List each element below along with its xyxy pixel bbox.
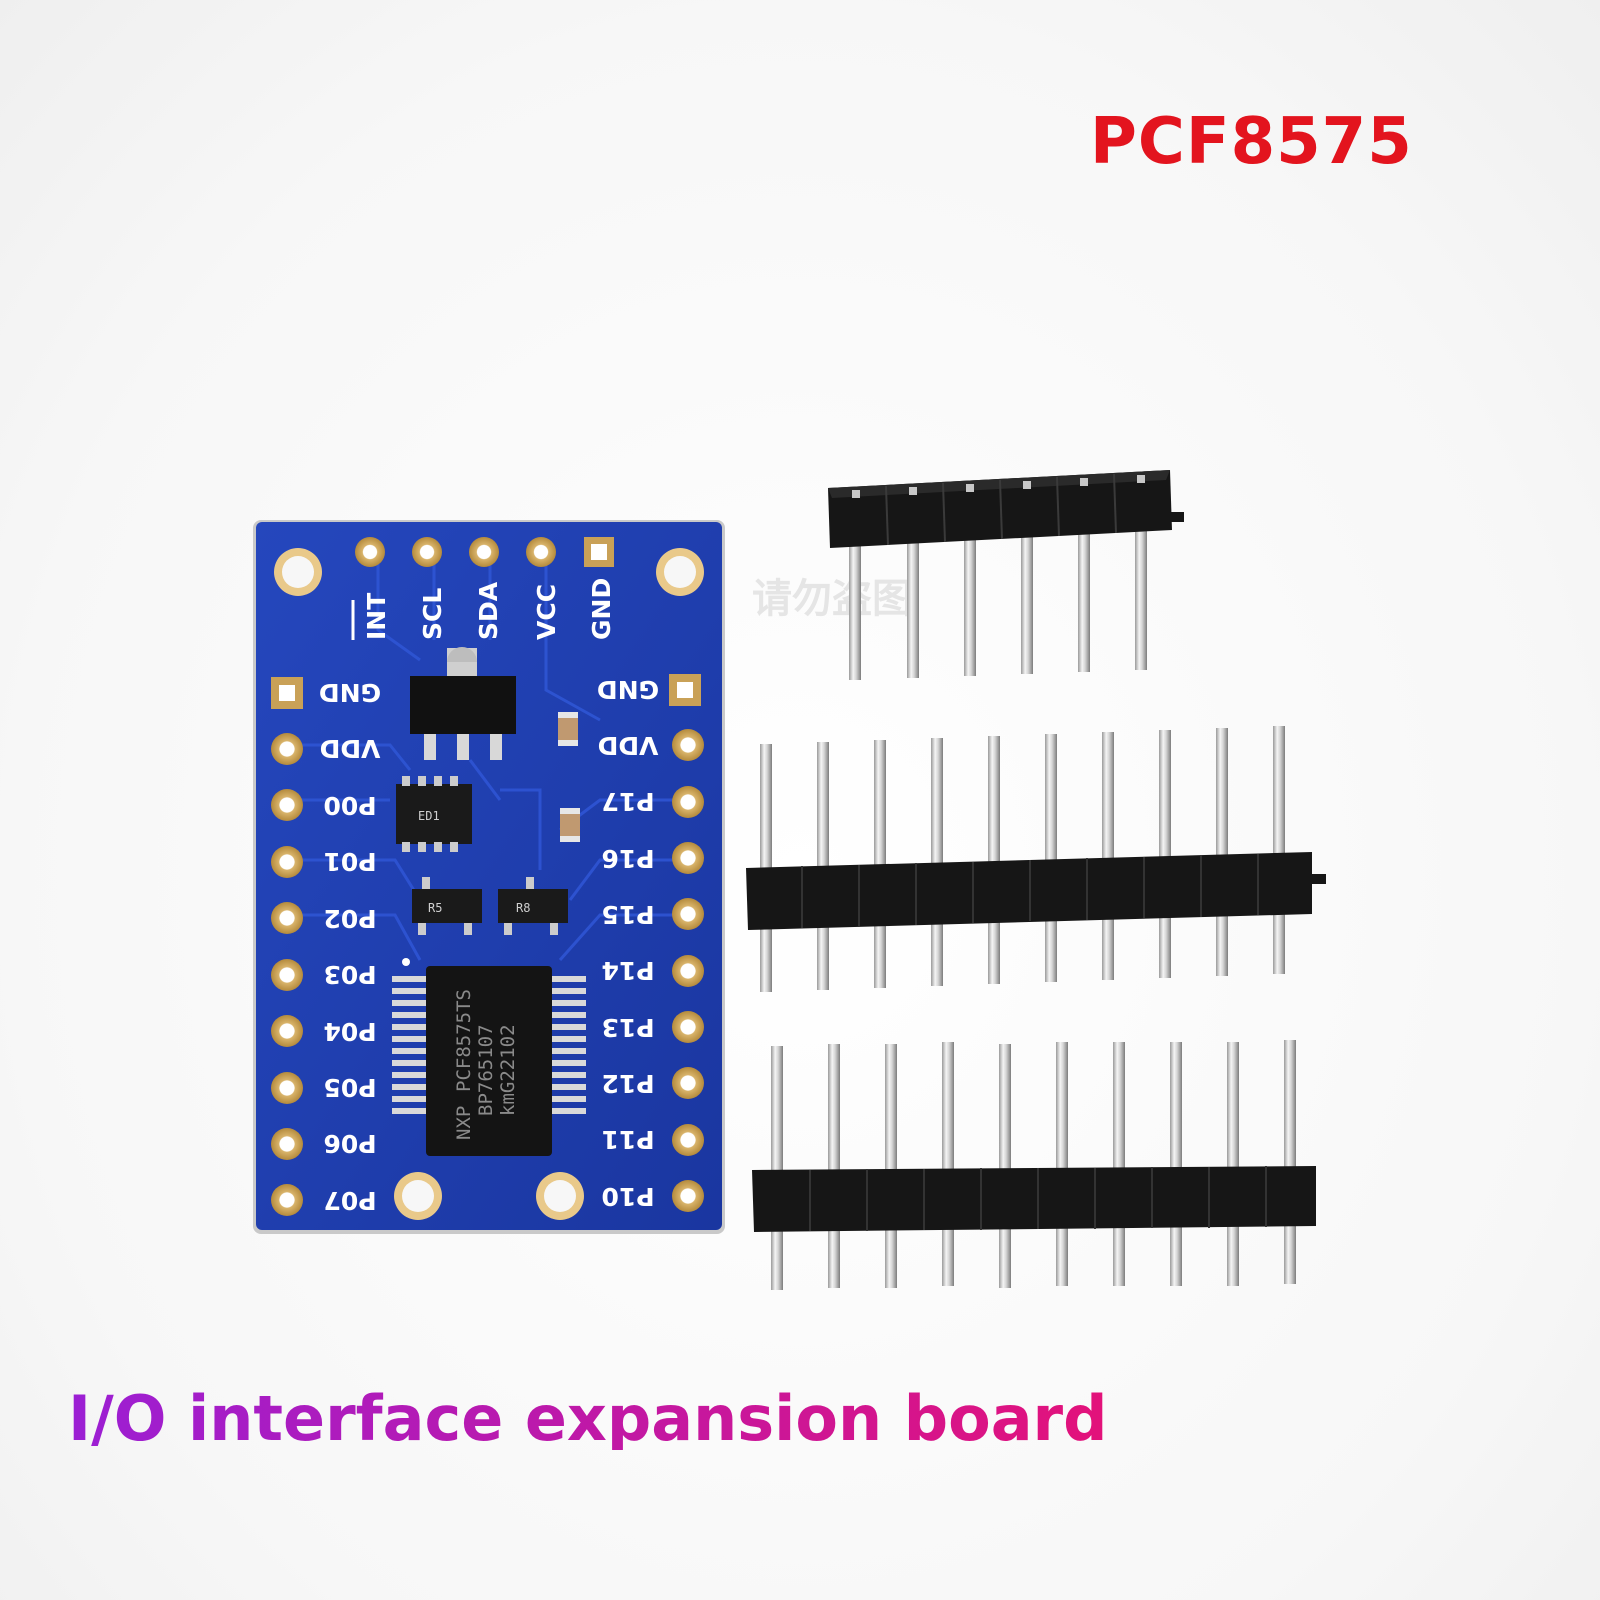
pin-label-p04: P04 bbox=[323, 1017, 376, 1046]
pin-label-p16: P16 bbox=[601, 844, 654, 873]
pin-label-sda: SDA bbox=[474, 581, 503, 640]
long-pin-header-2 bbox=[752, 1040, 1316, 1290]
long-header-2-dividers bbox=[809, 1166, 1267, 1231]
pin-label-p15: P15 bbox=[601, 900, 654, 929]
pin-label-vcc: VCC bbox=[532, 584, 561, 640]
pin-label-p03: P03 bbox=[323, 960, 376, 989]
pin-label-p02: P02 bbox=[323, 904, 376, 933]
pcb-surface bbox=[256, 522, 722, 1230]
pin-label-p14: P14 bbox=[601, 956, 654, 985]
small-ic-marking: ED1 bbox=[418, 809, 440, 823]
pin-label-p12: P12 bbox=[601, 1069, 654, 1098]
transistor-marking-r5: R5 bbox=[428, 901, 442, 915]
short-header-dividers bbox=[885, 473, 1117, 546]
product-subtitle: I/O interface expansion board bbox=[68, 1382, 1108, 1455]
pin-label-gnd-top: GND bbox=[587, 578, 616, 640]
pin-label-gnd-left: GND bbox=[319, 678, 381, 707]
voltage-regulator bbox=[410, 647, 516, 760]
long-header-2-body bbox=[752, 1166, 1316, 1232]
left-pin-pads bbox=[271, 677, 303, 1216]
pin-label-p00: P00 bbox=[323, 791, 376, 820]
main-chip-right-leads bbox=[546, 976, 586, 1114]
pin-label-scl: SCL bbox=[418, 588, 447, 640]
mounting-holes bbox=[274, 548, 704, 1220]
right-pin-labels: GND VDD P17 P16 P15 P14 P13 P12 P11 P10 bbox=[597, 675, 659, 1211]
watermark: 请勿盗图 bbox=[752, 576, 912, 622]
long-header-1-dividers bbox=[801, 854, 1259, 928]
pin-label-vdd-left: VDD bbox=[320, 734, 381, 763]
small-ic: ED1 bbox=[396, 776, 472, 852]
short-header-pins bbox=[849, 518, 1147, 680]
pin-label-p11: P11 bbox=[601, 1125, 654, 1154]
pin-label-gnd-right: GND bbox=[597, 675, 659, 704]
long-header-2-pins bbox=[771, 1040, 1296, 1290]
left-pin-labels: GND VDD P00 P01 P02 P03 P04 P05 P06 P07 bbox=[319, 678, 381, 1215]
main-chip-body bbox=[426, 966, 552, 1156]
pin-label-p07: P07 bbox=[323, 1186, 376, 1215]
chip-marking-line-3: BP765107 bbox=[475, 1024, 497, 1116]
chip-marking-line-2: PCF8575TS bbox=[453, 989, 475, 1092]
short-pin-header bbox=[828, 470, 1184, 680]
right-pin-pads bbox=[669, 674, 704, 1212]
pin-label-p17: P17 bbox=[601, 787, 654, 816]
transistors: R5 R8 bbox=[412, 877, 568, 935]
chip-marking-line-4: kmG22102 bbox=[497, 1024, 519, 1116]
main-chip: NXP PCF8575TS BP765107 kmG22102 bbox=[392, 958, 586, 1156]
pin-label-p01: P01 bbox=[323, 847, 376, 876]
pcb-traces bbox=[300, 560, 690, 961]
capacitors bbox=[558, 712, 580, 842]
long-pin-header-1 bbox=[746, 726, 1326, 992]
pin-label-p05: P05 bbox=[323, 1073, 376, 1102]
pin-label-p06: P06 bbox=[323, 1129, 376, 1158]
short-header-pin-tips bbox=[852, 475, 1145, 498]
pin-label-vdd-right: VDD bbox=[598, 731, 659, 760]
top-pin-labels: INT SCL SDA VCC GND bbox=[351, 578, 616, 640]
product-title: PCF8575 bbox=[1090, 105, 1413, 179]
pin-label-p13: P13 bbox=[601, 1013, 654, 1042]
pcb-board: INT SCL SDA VCC GND GND VDD P00 P01 P02 … bbox=[253, 520, 725, 1234]
transistor-marking-r8: R8 bbox=[516, 901, 530, 915]
chip-marking-line-1: NXP bbox=[453, 1106, 475, 1140]
top-pin-pads bbox=[355, 537, 614, 567]
main-chip-left-leads bbox=[392, 976, 432, 1114]
pin-label-int: INT bbox=[362, 593, 391, 640]
pin-label-p10: P10 bbox=[601, 1182, 654, 1211]
